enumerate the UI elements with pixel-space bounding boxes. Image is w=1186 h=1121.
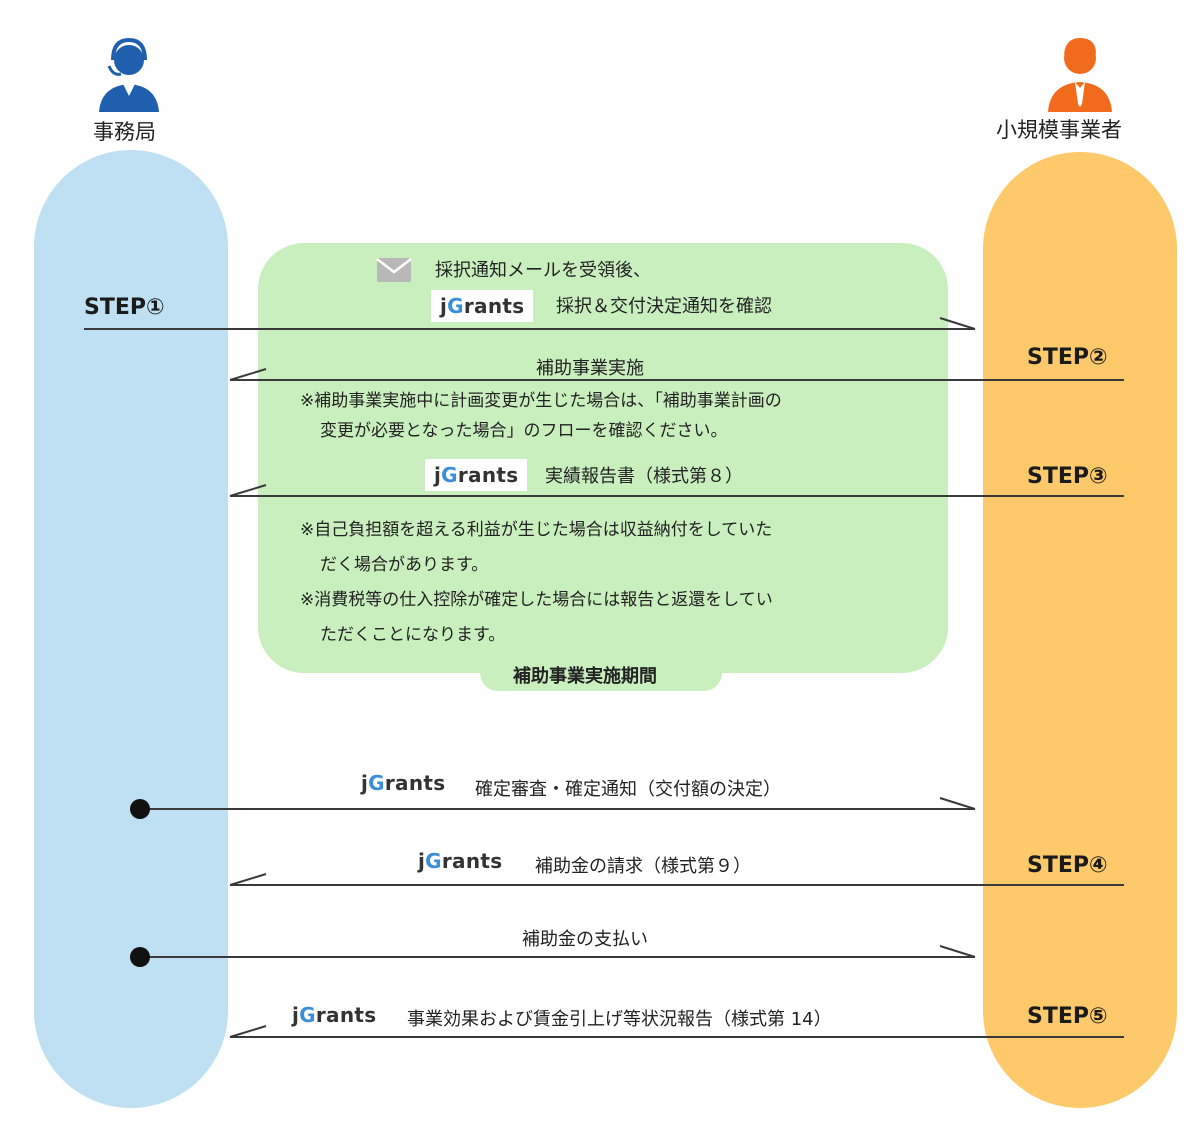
jgrants-logo: jGrants — [283, 999, 386, 1031]
implementation-period-tab — [480, 655, 722, 691]
flow-2-text: 補助事業実施 — [536, 358, 644, 379]
arrow-head-4 — [939, 797, 976, 810]
businessperson-icon — [1048, 38, 1112, 112]
start-dot-6 — [130, 947, 150, 967]
business-lane — [983, 152, 1177, 1108]
flow-6-text: 補助金の支払い — [522, 929, 648, 950]
jgrants-logo: jGrants — [431, 290, 534, 322]
flow-4-text: 確定審査・確定通知（交付額の決定） — [475, 779, 781, 800]
flow-2-note-line2: 変更が必要となった場合」のフローを確認ください。 — [320, 421, 728, 441]
step-4-label: STEP④ — [1027, 853, 1108, 878]
flow-5-text: 補助金の請求（様式第９） — [535, 856, 751, 877]
implementation-period-box — [258, 243, 948, 673]
arrow-head-3 — [229, 484, 267, 497]
jgrants-logo: jGrants — [409, 845, 512, 877]
arrow-head-2 — [229, 368, 267, 381]
step-1-label: STEP① — [84, 295, 165, 320]
flow-3-note-line4: ただくことになります。 — [320, 625, 506, 645]
flow-3-note-line3: ※消費税等の仕入控除が確定した場合には報告と返還をしてい — [300, 590, 773, 610]
step-2-label: STEP② — [1027, 345, 1108, 370]
arrow-head-7 — [229, 1025, 267, 1038]
secretariat-label: 事務局 — [93, 120, 156, 144]
jgrants-logo: jGrants — [425, 459, 528, 491]
jgrants-logo: jGrants — [352, 767, 455, 799]
period-label: 補助事業実施期間 — [513, 666, 657, 687]
flow-1-intro: 採択通知メールを受領後、 — [435, 260, 651, 281]
secretariat-lane — [34, 150, 228, 1108]
flow-7-text: 事業効果および賃金引上げ等状況報告（様式第 14） — [407, 1009, 832, 1030]
step-5-label: STEP⑤ — [1027, 1004, 1108, 1029]
start-dot-4 — [130, 799, 150, 819]
arrow-head-1 — [939, 317, 976, 330]
flow-3-note-line2: だく場合があります。 — [320, 555, 489, 575]
flow-2-note-line1: ※補助事業実施中に計画変更が生じた場合は、「補助事業計画の — [300, 391, 782, 411]
arrow-head-6 — [939, 945, 976, 958]
flow-1-text: 採択＆交付決定通知を確認 — [556, 296, 772, 317]
business-label: 小規模事業者 — [996, 118, 1122, 142]
mail-icon — [376, 258, 412, 282]
arrow-head-5 — [229, 873, 267, 886]
flow-3-text: 実績報告書（様式第８） — [545, 466, 743, 487]
operator-person-icon — [99, 37, 159, 112]
step-3-label: STEP③ — [1027, 464, 1108, 489]
flow-3-note-line1: ※自己負担額を超える利益が生じた場合は収益納付をしていた — [300, 520, 773, 540]
